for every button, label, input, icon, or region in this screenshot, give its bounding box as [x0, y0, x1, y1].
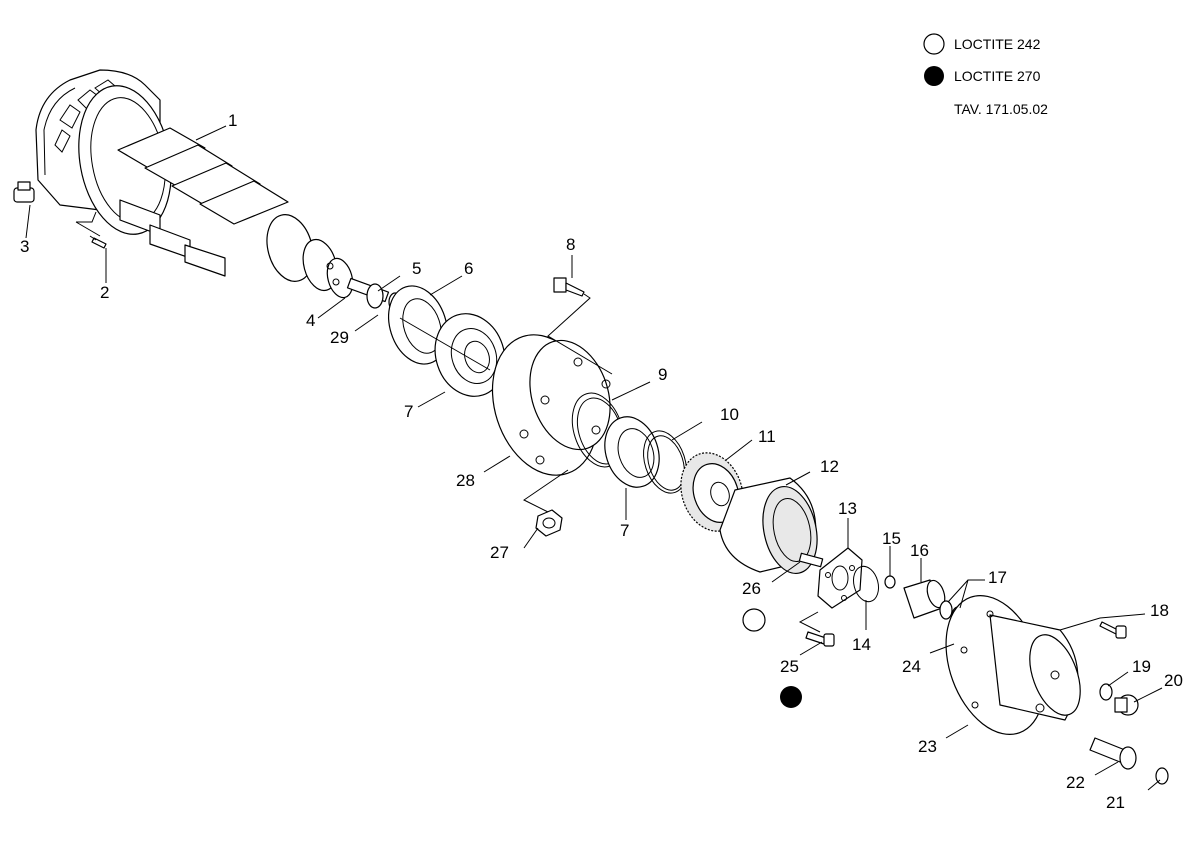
callout-1: 1 — [228, 111, 237, 130]
callout-3: 3 — [20, 237, 29, 256]
callout-10: 10 — [720, 405, 739, 424]
callout-2: 2 — [100, 283, 109, 302]
table-reference: TAV. 171.05.02 — [954, 101, 1048, 117]
callout-27: 27 — [490, 543, 509, 562]
callout-22: 22 — [1066, 773, 1085, 792]
loctite-242-symbol — [923, 33, 945, 55]
callout-24: 24 — [902, 657, 921, 676]
callout-labels: 1 2 3 4 5 6 7 7 8 9 10 11 12 13 14 15 16… — [20, 111, 1183, 812]
callout-23: 23 — [918, 737, 937, 756]
callout-17: 17 — [988, 568, 1007, 587]
callout-8: 8 — [566, 235, 575, 254]
part-22-pin — [1089, 737, 1137, 770]
callout-20: 20 — [1164, 671, 1183, 690]
legend: LOCTITE 242 LOCTITE 270 TAV. 171.05.02 — [923, 33, 1048, 117]
callout-7a: 7 — [404, 402, 413, 421]
leader-lines — [25, 125, 1163, 791]
callout-13: 13 — [838, 499, 857, 518]
callout-5: 5 — [412, 259, 421, 278]
part-19-washer — [1099, 683, 1113, 701]
callout-9: 9 — [658, 365, 667, 384]
callout-14: 14 — [852, 635, 871, 654]
legend-loctite-242: LOCTITE 242 — [954, 36, 1041, 52]
callout-21: 21 — [1106, 793, 1125, 812]
callout-6: 6 — [464, 259, 473, 278]
callout-26: 26 — [742, 579, 761, 598]
callout-29: 29 — [330, 328, 349, 347]
callout-28: 28 — [456, 471, 475, 490]
part-7-bearing-lower — [604, 416, 660, 488]
callout-7b: 7 — [620, 521, 629, 540]
part-13-plate — [817, 547, 863, 609]
part-1-housing-crankshaft — [35, 69, 354, 299]
part-20-plug — [1114, 694, 1139, 716]
part-23-cover — [945, 595, 1081, 735]
callout-16: 16 — [910, 541, 929, 560]
part-21-ring — [1155, 767, 1169, 785]
part-27-nut — [535, 509, 563, 537]
loctite-270-symbol — [924, 66, 944, 86]
part-14-oring — [853, 565, 879, 603]
part-10-oring — [643, 430, 687, 494]
part-3-plug — [13, 181, 35, 203]
part-2-bolt — [89, 235, 107, 249]
legend-loctite-270: LOCTITE 270 — [954, 68, 1041, 84]
loctite-270-marker — [780, 686, 802, 708]
callout-11: 11 — [758, 427, 776, 446]
callout-15: 15 — [882, 529, 901, 548]
callout-4: 4 — [306, 311, 315, 330]
part-7-bearing — [399, 313, 506, 397]
part-6-seal — [388, 285, 448, 365]
part-25-bolt — [805, 631, 835, 647]
part-18-bolt — [1099, 621, 1127, 639]
loctite-242-marker — [742, 608, 766, 632]
callout-25: 25 — [780, 657, 799, 676]
part-16-sleeve — [903, 579, 946, 619]
part-15-washer — [884, 575, 896, 589]
callout-19: 19 — [1132, 657, 1151, 676]
callout-18: 18 — [1150, 601, 1169, 620]
callout-12: 12 — [820, 457, 839, 476]
part-12-drum — [719, 477, 824, 574]
part-8-bolt — [553, 277, 585, 297]
part-28-flange-housing — [491, 334, 611, 476]
